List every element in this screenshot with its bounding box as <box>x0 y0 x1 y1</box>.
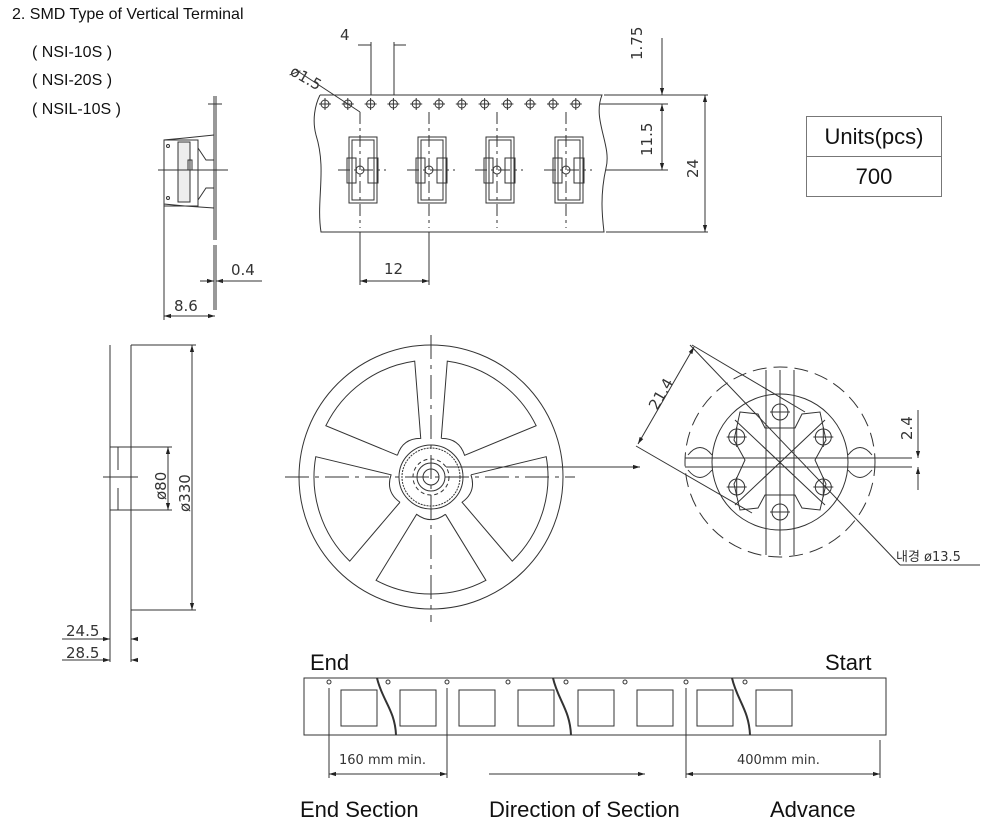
model-label: ( NSI-10S ) <box>32 44 113 61</box>
dim-hub-slot: 2.4 <box>898 416 916 440</box>
component-side-view <box>158 96 262 320</box>
model-label: ( NSIL-10S ) <box>32 101 121 118</box>
tape-hole <box>683 679 689 685</box>
section-advance: Advance <box>770 797 856 822</box>
tape-hole <box>444 679 450 685</box>
units-table: Units(pcs) 700 <box>806 116 942 197</box>
tape-hole <box>505 679 511 685</box>
start-label: Start <box>825 650 872 675</box>
dim-height: 8.6 <box>174 297 198 315</box>
dim-inner-diameter: 내경 ø13.5 <box>896 550 961 565</box>
tape-hole <box>742 679 748 685</box>
hub-detail-view <box>635 344 980 566</box>
end-length: 160 mm min. <box>339 753 427 768</box>
reel-window <box>440 360 537 456</box>
tape-pocket-frame <box>399 689 437 727</box>
section-end: End Section <box>300 797 419 822</box>
tape-pocket-frame <box>340 689 378 727</box>
dim-hole-pitch: 4 <box>340 26 350 44</box>
tape-hole <box>385 679 391 685</box>
dim-pocket-pitch: 12 <box>384 260 404 278</box>
model-label: ( NSI-20S ) <box>32 72 113 89</box>
tape-hole <box>563 679 569 685</box>
reel-window <box>313 456 401 562</box>
tape-pocket-frame <box>636 689 674 727</box>
start-length: 400mm min. <box>737 753 820 768</box>
tape-pocket-frame <box>517 689 555 727</box>
leader-tape-view <box>303 677 887 778</box>
reel-window <box>375 513 487 595</box>
carrier-tape-view <box>295 38 708 285</box>
reel-front-view <box>285 335 640 622</box>
tape-pocket <box>475 112 523 228</box>
units-value: 700 <box>806 156 942 197</box>
tape-pocket-frame <box>577 689 615 727</box>
tape-pocket-frame <box>696 689 734 727</box>
dim-hole-to-center: 11.5 <box>638 122 656 156</box>
reel-window <box>325 360 422 456</box>
dim-tape-width: 24 <box>684 158 702 178</box>
dim-hub-diameter: ø80 <box>152 471 170 500</box>
units-header: Units(pcs) <box>806 116 942 157</box>
tape-pocket <box>544 112 592 228</box>
dim-edge-to-hole: 1.75 <box>628 26 646 60</box>
reel-window <box>461 456 549 562</box>
tape-hole <box>622 679 628 685</box>
tape-pocket <box>407 112 455 228</box>
reel-side-view <box>62 344 196 663</box>
section-direction: Direction of Section <box>489 797 680 822</box>
dim-outer-width: 28.5 <box>66 644 100 662</box>
tape-hole <box>326 679 332 685</box>
tape-pocket-frame <box>755 689 793 727</box>
dim-thickness: 0.4 <box>231 261 255 279</box>
tape-pocket <box>338 112 386 228</box>
tape-pocket-frame <box>458 689 496 727</box>
page-title: 2. SMD Type of Vertical Terminal <box>12 6 244 23</box>
dim-reel-diameter: ø330 <box>176 474 194 512</box>
dim-inner-width: 24.5 <box>66 622 100 640</box>
end-label: End <box>310 650 350 675</box>
